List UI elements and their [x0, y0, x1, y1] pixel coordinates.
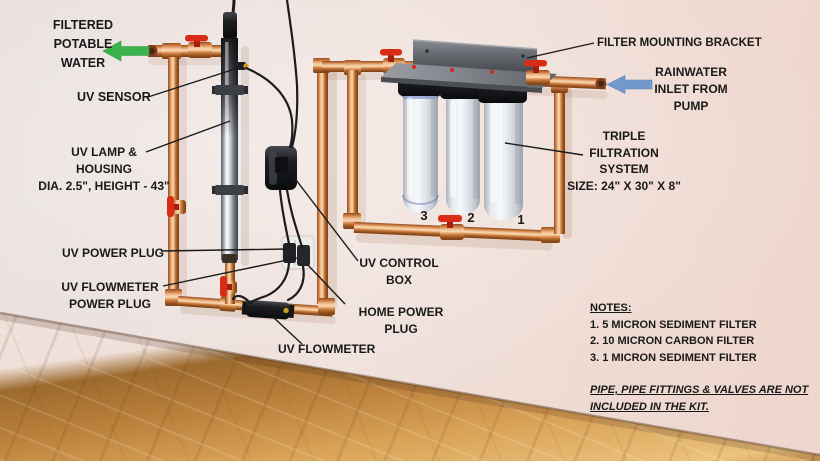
rainwater-inlet-label: RAINWATER INLET FROM PUMP — [654, 64, 727, 115]
kit-disclaimer: PIPE, PIPE FITTINGS & VALVES ARE NOT INC… — [590, 382, 808, 416]
left-riser-valve — [167, 196, 186, 217]
label-line: POWER PLUG — [68, 296, 152, 311]
label-line: WATER — [60, 56, 106, 70]
label-line: UV LAMP & — [71, 145, 137, 159]
bypass-valve — [438, 215, 464, 240]
cables — [231, 0, 305, 305]
uv-sensor-label: UV SENSOR — [77, 90, 151, 104]
filter-housing-1 — [481, 93, 525, 220]
leader-lines — [145, 42, 595, 345]
label-line: TRIPLE — [602, 129, 646, 143]
label-line: UV FLOWMETER — [61, 280, 159, 294]
left-pipe-assembly — [145, 43, 335, 317]
label-line: DIA. 2.5", HEIGHT - 43" — [38, 179, 170, 193]
uv-flowmeter-power-plug-label: UV FLOWMETER POWER PLUG — [61, 279, 158, 312]
notes-block: NOTES: 1. 5 MICRON SEDIMENT FILTER 2. 10… — [590, 300, 757, 366]
home-power-plug-label: HOME POWER PLUG — [359, 304, 444, 337]
note-item: 1. 5 MICRON SEDIMENT FILTER — [590, 318, 757, 331]
label-line: INLET FROM — [654, 82, 728, 96]
disclaimer-line: INCLUDED IN THE KIT. — [590, 401, 709, 413]
label-line: HOME POWER — [358, 305, 444, 319]
uv-control-box-part — [265, 146, 297, 190]
uv-power-plug-label: UV POWER PLUG — [62, 246, 165, 260]
label-line: HOUSING — [75, 162, 133, 176]
rainwater-inlet-arrow-icon — [606, 75, 653, 94]
uv-control-box-label: UV CONTROL BOX — [359, 255, 438, 289]
filter-mounting-bracket-part — [412, 39, 538, 75]
filtered-water-arrow-icon — [102, 40, 150, 62]
label-line: UV CONTROL — [359, 256, 439, 270]
filter-head — [381, 63, 557, 93]
filter-housing-3 — [401, 88, 440, 214]
filter-number-3: 3 — [420, 208, 428, 223]
label-line: FILTRATION — [589, 145, 659, 160]
label-line: POTABLE — [53, 37, 113, 51]
uv-sensor-part — [243, 63, 249, 69]
label-line: PLUG — [384, 321, 418, 336]
uv-lamp-housing-label: UV LAMP & HOUSING DIA. 2.5", HEIGHT - 43… — [38, 144, 169, 195]
label-line: FILTERED — [52, 18, 114, 32]
filtered-potable-water-label: FILTERED POTABLE WATER — [53, 16, 113, 73]
uv-lamp-part — [212, 0, 249, 263]
filter-housing-2 — [444, 90, 482, 214]
baseboard-shadow — [0, 311, 820, 461]
label-line: SYSTEM — [599, 162, 649, 176]
label-line: RAINWATER — [655, 65, 727, 79]
label-line: BOX — [385, 273, 412, 287]
note-item: 3. 1 MICRON SEDIMENT FILTER — [590, 351, 757, 364]
uv-flowmeter-power-plug-part — [297, 245, 310, 266]
notes-heading: NOTES: — [590, 302, 632, 314]
filter-number-2: 2 — [467, 210, 475, 225]
disclaimer-line: PIPE, PIPE FITTINGS & VALVES ARE NOT — [590, 384, 809, 396]
outflow-valve — [185, 35, 212, 58]
label-line: SIZE: 24" X 30" X 8" — [567, 178, 681, 193]
label-line: PUMP — [673, 99, 709, 113]
triple-filtration-label: TRIPLE FILTRATION SYSTEM SIZE: 24" X 30"… — [567, 128, 681, 194]
note-item: 2. 10 MICRON CARBON FILTER — [590, 335, 755, 347]
filter-number-1: 1 — [517, 212, 525, 227]
uv-flowmeter-label: UV FLOWMETER — [278, 342, 376, 356]
uv-power-plug-part — [283, 243, 296, 263]
inlet-valve — [524, 60, 550, 85]
uv-inlet-valve — [220, 276, 237, 297]
filter-mounting-bracket-label: FILTER MOUNTING BRACKET — [597, 37, 762, 49]
uv-flowmeter-part — [241, 300, 295, 320]
